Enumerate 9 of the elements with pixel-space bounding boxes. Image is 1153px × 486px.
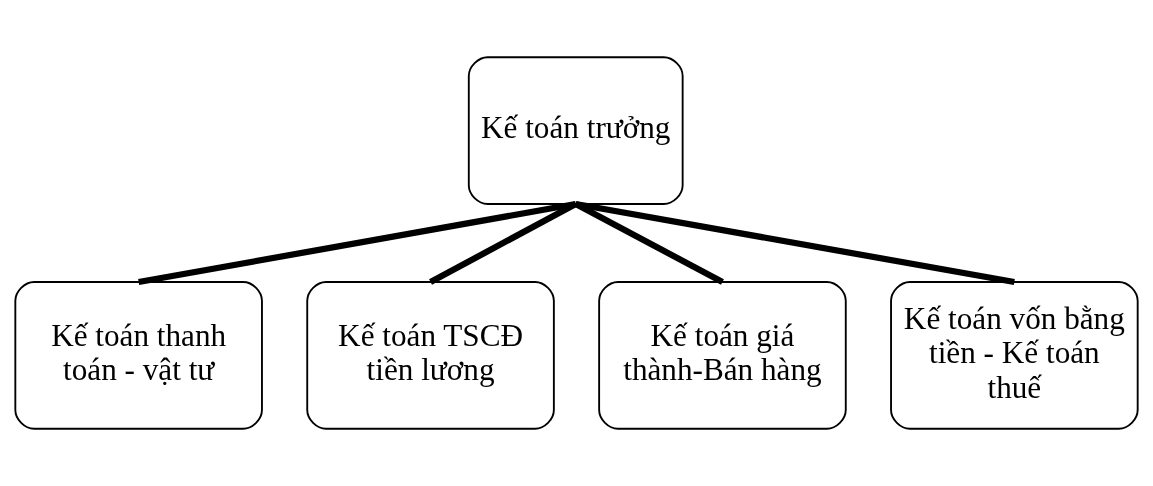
node-box: Kế toán trưởng (467, 56, 684, 205)
connector (138, 200, 577, 286)
node-box: Kế toán giá thành-Bán hàng (598, 281, 847, 430)
connector (574, 201, 724, 285)
node-box: Kế toán thanh toán - vật tư (14, 281, 263, 430)
node-box: Kế toán vốn bằng tiền - Kế toán thuế (890, 281, 1139, 430)
connector (429, 201, 578, 285)
node-box: Kế toán TSCĐ tiền lương (306, 281, 555, 430)
connector (575, 200, 1015, 286)
